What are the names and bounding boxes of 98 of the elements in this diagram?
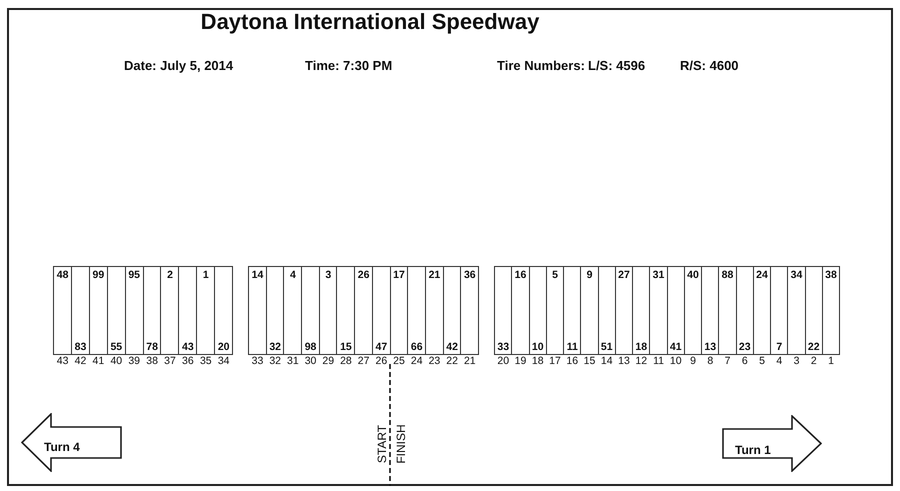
stall-number: 23 xyxy=(428,355,440,367)
stall-number: 32 xyxy=(269,355,282,367)
stall-number: 33 xyxy=(252,355,264,367)
stall-number: 19 xyxy=(514,355,526,367)
car-number: 99 xyxy=(92,269,104,281)
car-number: 66 xyxy=(410,341,423,353)
stall-number: 14 xyxy=(600,355,613,367)
car-number: 22 xyxy=(808,341,820,353)
stall-number: 42 xyxy=(74,355,86,367)
car-number: 32 xyxy=(269,341,282,353)
stall-number: 8 xyxy=(707,355,714,367)
stall-number: 6 xyxy=(742,355,748,367)
tire-number: R/S: 4600 xyxy=(680,58,739,74)
arrow-label: Turn 4 xyxy=(44,440,80,454)
car-number: 41 xyxy=(670,341,682,353)
stall-number: 15 xyxy=(584,355,596,367)
car-number: 3 xyxy=(325,269,332,281)
turn-arrow xyxy=(21,413,122,472)
stall-number: 11 xyxy=(653,355,664,367)
car-number: 23 xyxy=(738,341,751,353)
car-number: 47 xyxy=(375,341,388,353)
car-number: 18 xyxy=(635,341,648,353)
car-number: 20 xyxy=(218,341,230,353)
car-number: 78 xyxy=(146,341,158,353)
car-number: 21 xyxy=(428,269,440,281)
car-number: 14 xyxy=(252,269,264,281)
car-number: 16 xyxy=(514,269,526,281)
car-number: 13 xyxy=(704,341,716,353)
stall-number: 31 xyxy=(287,355,299,367)
stall-number: 3 xyxy=(794,355,800,367)
stall-number: 28 xyxy=(340,355,352,367)
date-text: Date: July 5, 2014 xyxy=(124,58,234,74)
car-number: 43 xyxy=(182,341,194,353)
stall-number: 40 xyxy=(110,355,122,367)
stall-number: 43 xyxy=(56,355,68,367)
car-number: 33 xyxy=(497,341,510,353)
car-number: 5 xyxy=(552,269,558,281)
stall-number: 18 xyxy=(532,355,544,367)
car-number: 48 xyxy=(56,269,68,281)
car-number: 7 xyxy=(776,341,782,353)
car-number: 88 xyxy=(722,269,734,281)
car-number: 42 xyxy=(446,341,458,353)
stall-number: 38 xyxy=(146,355,158,367)
car-number: 15 xyxy=(340,341,352,353)
stall-number: 22 xyxy=(446,355,458,367)
stall-number: 37 xyxy=(164,355,176,367)
stall-number: 25 xyxy=(393,355,405,367)
stall-number: 41 xyxy=(92,355,104,367)
car-number: 17 xyxy=(393,269,405,281)
stall-number: 21 xyxy=(464,355,476,367)
stall-number: 27 xyxy=(358,355,370,367)
car-number: 98 xyxy=(304,341,316,353)
car-number: 4 xyxy=(290,269,296,281)
car-number: 36 xyxy=(464,269,476,281)
stall-number: 7 xyxy=(724,355,730,367)
car-number: 31 xyxy=(652,269,664,281)
car-number: 11 xyxy=(566,341,578,353)
car-number: 55 xyxy=(110,341,122,353)
stall-number: 26 xyxy=(375,355,388,367)
car-number: 95 xyxy=(128,269,140,281)
car-number: 26 xyxy=(358,269,370,281)
car-number: 2 xyxy=(167,269,173,281)
car-number: 40 xyxy=(687,269,699,281)
stall-number: 10 xyxy=(670,355,682,367)
line-label: START xyxy=(375,424,389,464)
arrow-label: Turn 1 xyxy=(735,443,771,457)
time-text: Time: 7:30 PM xyxy=(305,58,392,74)
stall-number: 36 xyxy=(182,355,194,367)
stall-number: 1 xyxy=(828,355,834,367)
stall-number: 34 xyxy=(218,355,230,367)
diagram-title: Daytona International Speedway xyxy=(200,9,540,35)
stall-number: 39 xyxy=(128,355,140,367)
stall-number: 24 xyxy=(410,355,423,367)
stall-number: 16 xyxy=(566,355,578,367)
stall-number: 30 xyxy=(304,355,316,367)
stall-number: 5 xyxy=(759,355,765,367)
car-number: 24 xyxy=(756,269,768,281)
tire-numbers-label: Tire Numbers: xyxy=(497,58,585,74)
car-number: 1 xyxy=(202,269,209,281)
stall-number: 9 xyxy=(690,355,696,367)
stall-number: 17 xyxy=(549,355,561,367)
car-number: 83 xyxy=(74,341,86,353)
car-number: 10 xyxy=(532,341,544,353)
car-number: 38 xyxy=(825,269,837,281)
stall-number: 29 xyxy=(322,355,334,367)
stall-number: 13 xyxy=(618,355,630,367)
car-number: 51 xyxy=(600,341,613,353)
stall-number: 2 xyxy=(810,355,817,367)
line-label: FINISH xyxy=(394,424,408,464)
stall-number: 12 xyxy=(635,355,648,367)
car-number: 9 xyxy=(586,269,592,281)
turn-arrow xyxy=(722,415,822,472)
stall-number: 4 xyxy=(776,355,782,367)
stall-number: 20 xyxy=(497,355,510,367)
stall-number: 35 xyxy=(200,355,212,367)
car-number: 34 xyxy=(790,269,802,281)
tire-number: L/S: 4596 xyxy=(588,58,646,74)
car-number: 27 xyxy=(618,269,630,281)
